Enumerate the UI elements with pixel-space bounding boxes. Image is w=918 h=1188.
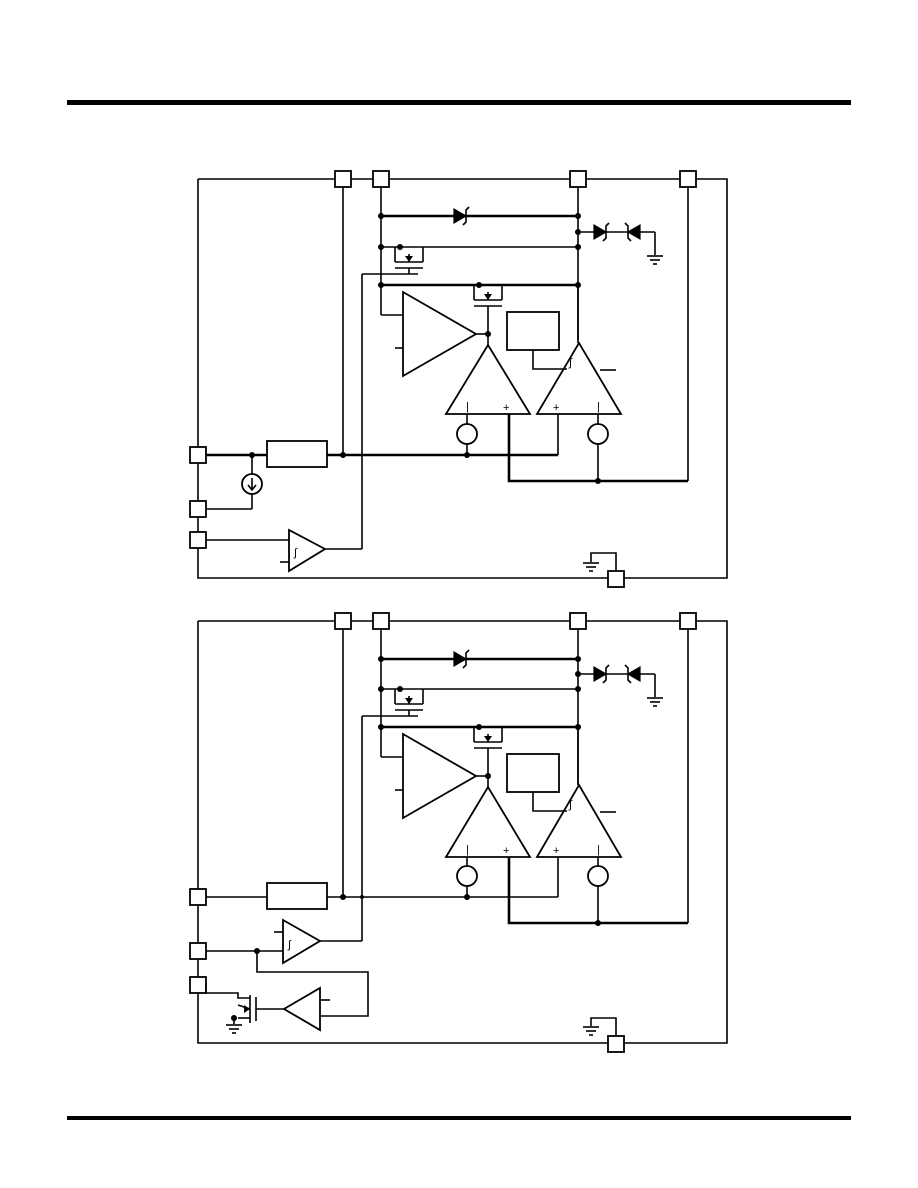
current-source-right bbox=[587, 423, 609, 445]
svg-text:+: + bbox=[503, 402, 509, 414]
schmitt-buffer bbox=[288, 528, 327, 573]
svg-text:∫: ∫ bbox=[568, 357, 573, 369]
mosfet-switch bbox=[394, 251, 424, 269]
comparator-right bbox=[535, 341, 623, 415]
zener-clamp-1 bbox=[593, 222, 610, 242]
header-rule bbox=[67, 100, 851, 105]
pin-left-2 bbox=[189, 500, 207, 518]
pin-left-1 bbox=[189, 446, 207, 464]
pin-top-1 bbox=[334, 170, 352, 188]
comparator-left bbox=[444, 785, 532, 858]
zener-clamp-2 bbox=[624, 664, 641, 684]
current-source-right bbox=[587, 865, 609, 887]
current-source-left bbox=[456, 865, 478, 887]
error-amplifier bbox=[402, 732, 478, 820]
pin-left-1 bbox=[189, 888, 207, 906]
svg-text:|: | bbox=[597, 844, 600, 856]
error-amplifier bbox=[402, 290, 478, 378]
pin-top-3 bbox=[569, 170, 587, 188]
mosfet-switch bbox=[394, 693, 424, 711]
svg-text:∫: ∫ bbox=[287, 939, 292, 951]
driver-buffer bbox=[282, 986, 321, 1032]
pin-bottom-gnd bbox=[607, 570, 625, 588]
svg-text:+: + bbox=[503, 845, 509, 857]
zener-diode bbox=[453, 649, 470, 669]
comparator-left bbox=[444, 343, 532, 415]
logic-block bbox=[506, 753, 560, 793]
mosfet-pass bbox=[473, 731, 503, 749]
pin-top-2 bbox=[372, 170, 390, 188]
ground-symbol bbox=[646, 255, 664, 265]
svg-text:|: | bbox=[597, 401, 600, 413]
ground-symbol bbox=[582, 562, 600, 572]
frame-outline bbox=[197, 178, 728, 579]
pin-top-1 bbox=[334, 612, 352, 630]
ground-symbol bbox=[646, 697, 664, 707]
mosfet-pass bbox=[473, 289, 503, 307]
zener-clamp-1 bbox=[593, 664, 610, 684]
zener-diode bbox=[453, 206, 470, 226]
pin-left-3 bbox=[189, 531, 207, 549]
pin-left-3 bbox=[189, 976, 207, 994]
pin-top-4 bbox=[679, 170, 697, 188]
svg-text:|: | bbox=[466, 401, 469, 413]
pin-top-4 bbox=[679, 612, 697, 630]
block-diagram-top: | + + | ∫ bbox=[189, 170, 728, 588]
svg-text:∫: ∫ bbox=[568, 799, 573, 811]
ground-symbol bbox=[225, 1024, 243, 1034]
comparator-right bbox=[535, 783, 623, 858]
svg-text:+: + bbox=[553, 845, 559, 857]
block-diagram-bottom: | + + | ∫ ∫ bbox=[189, 612, 728, 1053]
schmitt-buffer bbox=[282, 918, 322, 965]
resistor-block bbox=[266, 882, 328, 910]
current-source-left bbox=[456, 423, 478, 445]
pin-bottom-gnd bbox=[607, 1035, 625, 1053]
pin-top-3 bbox=[569, 612, 587, 630]
pin-left-2 bbox=[189, 942, 207, 960]
pin-top-2 bbox=[372, 612, 390, 630]
footer-rule bbox=[67, 1116, 851, 1120]
svg-text:∫: ∫ bbox=[293, 547, 298, 559]
svg-text:|: | bbox=[466, 844, 469, 856]
resistor-block bbox=[266, 440, 328, 468]
svg-text:+: + bbox=[553, 402, 559, 414]
zener-clamp-2 bbox=[624, 222, 641, 242]
logic-block bbox=[506, 311, 560, 351]
ground-symbol bbox=[582, 1026, 600, 1036]
